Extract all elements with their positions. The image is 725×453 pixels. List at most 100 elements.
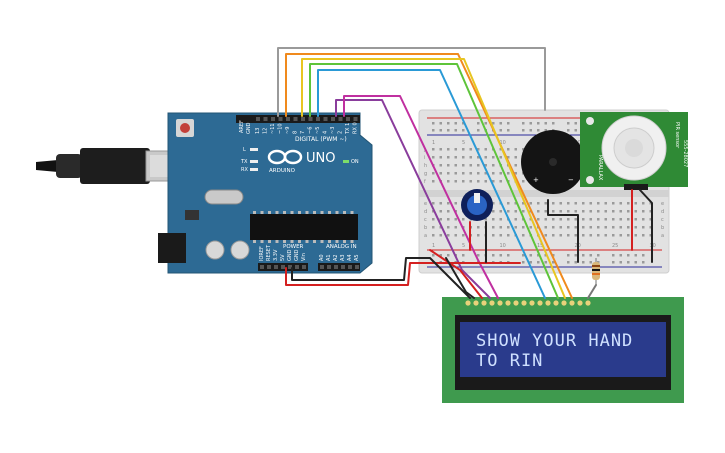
header-pin[interactable]	[334, 265, 338, 269]
bb-hole[interactable]	[447, 226, 450, 229]
header-pin[interactable]	[263, 117, 268, 121]
bb-hole[interactable]	[634, 226, 638, 229]
header-pin[interactable]	[278, 117, 283, 121]
bb-hole[interactable]	[619, 226, 623, 229]
lcd-pin[interactable]	[465, 300, 471, 306]
bb-hole[interactable]	[649, 218, 653, 221]
bb-hole[interactable]	[492, 234, 495, 237]
header-pin[interactable]	[338, 117, 343, 121]
bb-hole[interactable]	[529, 254, 533, 257]
bb-hole[interactable]	[447, 210, 450, 213]
bb-hole[interactable]	[432, 122, 435, 125]
bb-hole[interactable]	[612, 226, 615, 229]
bb-hole[interactable]	[604, 210, 608, 213]
bb-hole[interactable]	[552, 218, 555, 221]
bb-hole[interactable]	[567, 261, 570, 264]
bb-hole[interactable]	[477, 180, 480, 183]
bb-hole[interactable]	[499, 226, 503, 229]
header-pin[interactable]	[295, 265, 299, 269]
bb-hole[interactable]	[544, 210, 548, 213]
header-pin[interactable]	[286, 117, 290, 121]
bb-hole[interactable]	[514, 202, 518, 205]
bb-hole[interactable]	[574, 234, 578, 237]
bb-hole[interactable]	[552, 122, 555, 125]
bb-hole[interactable]	[537, 218, 540, 221]
bb-hole[interactable]	[552, 261, 555, 264]
bb-hole[interactable]	[477, 254, 480, 257]
bb-hole[interactable]	[567, 129, 570, 132]
bb-hole[interactable]	[492, 254, 495, 257]
bb-hole[interactable]	[499, 122, 503, 125]
bb-hole[interactable]	[477, 129, 480, 132]
bb-hole[interactable]	[642, 234, 645, 237]
bb-hole[interactable]	[477, 148, 480, 151]
bb-hole[interactable]	[634, 254, 638, 257]
bb-hole[interactable]	[499, 234, 503, 237]
bb-hole[interactable]	[567, 226, 570, 229]
bb-hole[interactable]	[439, 218, 443, 221]
bb-hole[interactable]	[462, 122, 465, 125]
lcd-pin[interactable]	[577, 300, 583, 306]
bb-hole[interactable]	[447, 129, 450, 132]
bb-hole[interactable]	[469, 172, 473, 175]
bb-hole[interactable]	[574, 261, 578, 264]
bb-hole[interactable]	[582, 254, 585, 257]
bb-hole[interactable]	[439, 254, 443, 257]
bb-hole[interactable]	[507, 202, 510, 205]
bb-hole[interactable]	[447, 148, 450, 151]
bb-hole[interactable]	[492, 202, 495, 205]
bb-hole[interactable]	[574, 129, 578, 132]
bb-hole[interactable]	[492, 180, 495, 183]
bb-hole[interactable]	[447, 156, 450, 159]
bb-hole[interactable]	[522, 202, 525, 205]
bb-hole[interactable]	[559, 218, 563, 221]
bb-hole[interactable]	[604, 218, 608, 221]
bb-hole[interactable]	[574, 254, 578, 257]
bb-hole[interactable]	[522, 254, 525, 257]
lcd-pin[interactable]	[505, 300, 511, 306]
bb-hole[interactable]	[507, 172, 510, 175]
lcd-pin[interactable]	[545, 300, 551, 306]
bb-hole[interactable]	[529, 202, 533, 205]
bb-hole[interactable]	[499, 172, 503, 175]
bb-hole[interactable]	[477, 164, 480, 167]
lcd-pin[interactable]	[521, 300, 527, 306]
bb-hole[interactable]	[589, 226, 593, 229]
bb-hole[interactable]	[544, 254, 548, 257]
bb-hole[interactable]	[522, 261, 525, 264]
bb-hole[interactable]	[462, 164, 465, 167]
bb-hole[interactable]	[462, 129, 465, 132]
bb-hole[interactable]	[589, 261, 593, 264]
bb-hole[interactable]	[492, 122, 495, 125]
bb-hole[interactable]	[597, 218, 600, 221]
bb-hole[interactable]	[499, 129, 503, 132]
bb-hole[interactable]	[537, 210, 540, 213]
lcd-pin[interactable]	[513, 300, 519, 306]
bb-hole[interactable]	[492, 172, 495, 175]
bb-hole[interactable]	[537, 254, 540, 257]
header-pin[interactable]	[331, 117, 335, 121]
bb-hole[interactable]	[552, 202, 555, 205]
bb-hole[interactable]	[484, 148, 488, 151]
bb-hole[interactable]	[642, 261, 645, 264]
bb-hole[interactable]	[469, 180, 473, 183]
bb-hole[interactable]	[477, 226, 480, 229]
bb-hole[interactable]	[597, 234, 600, 237]
bb-hole[interactable]	[439, 129, 443, 132]
bb-hole[interactable]	[627, 254, 630, 257]
bb-hole[interactable]	[582, 226, 585, 229]
bb-hole[interactable]	[514, 156, 518, 159]
header-pin[interactable]	[327, 265, 331, 269]
bb-hole[interactable]	[439, 156, 443, 159]
bb-hole[interactable]	[619, 202, 623, 205]
bb-hole[interactable]	[574, 202, 578, 205]
bb-hole[interactable]	[447, 202, 450, 205]
bb-hole[interactable]	[447, 172, 450, 175]
bb-hole[interactable]	[462, 234, 465, 237]
bb-hole[interactable]	[492, 226, 495, 229]
bb-hole[interactable]	[559, 226, 563, 229]
bb-hole[interactable]	[649, 226, 653, 229]
lcd-pin[interactable]	[481, 300, 487, 306]
bb-hole[interactable]	[499, 148, 503, 151]
bb-hole[interactable]	[574, 218, 578, 221]
